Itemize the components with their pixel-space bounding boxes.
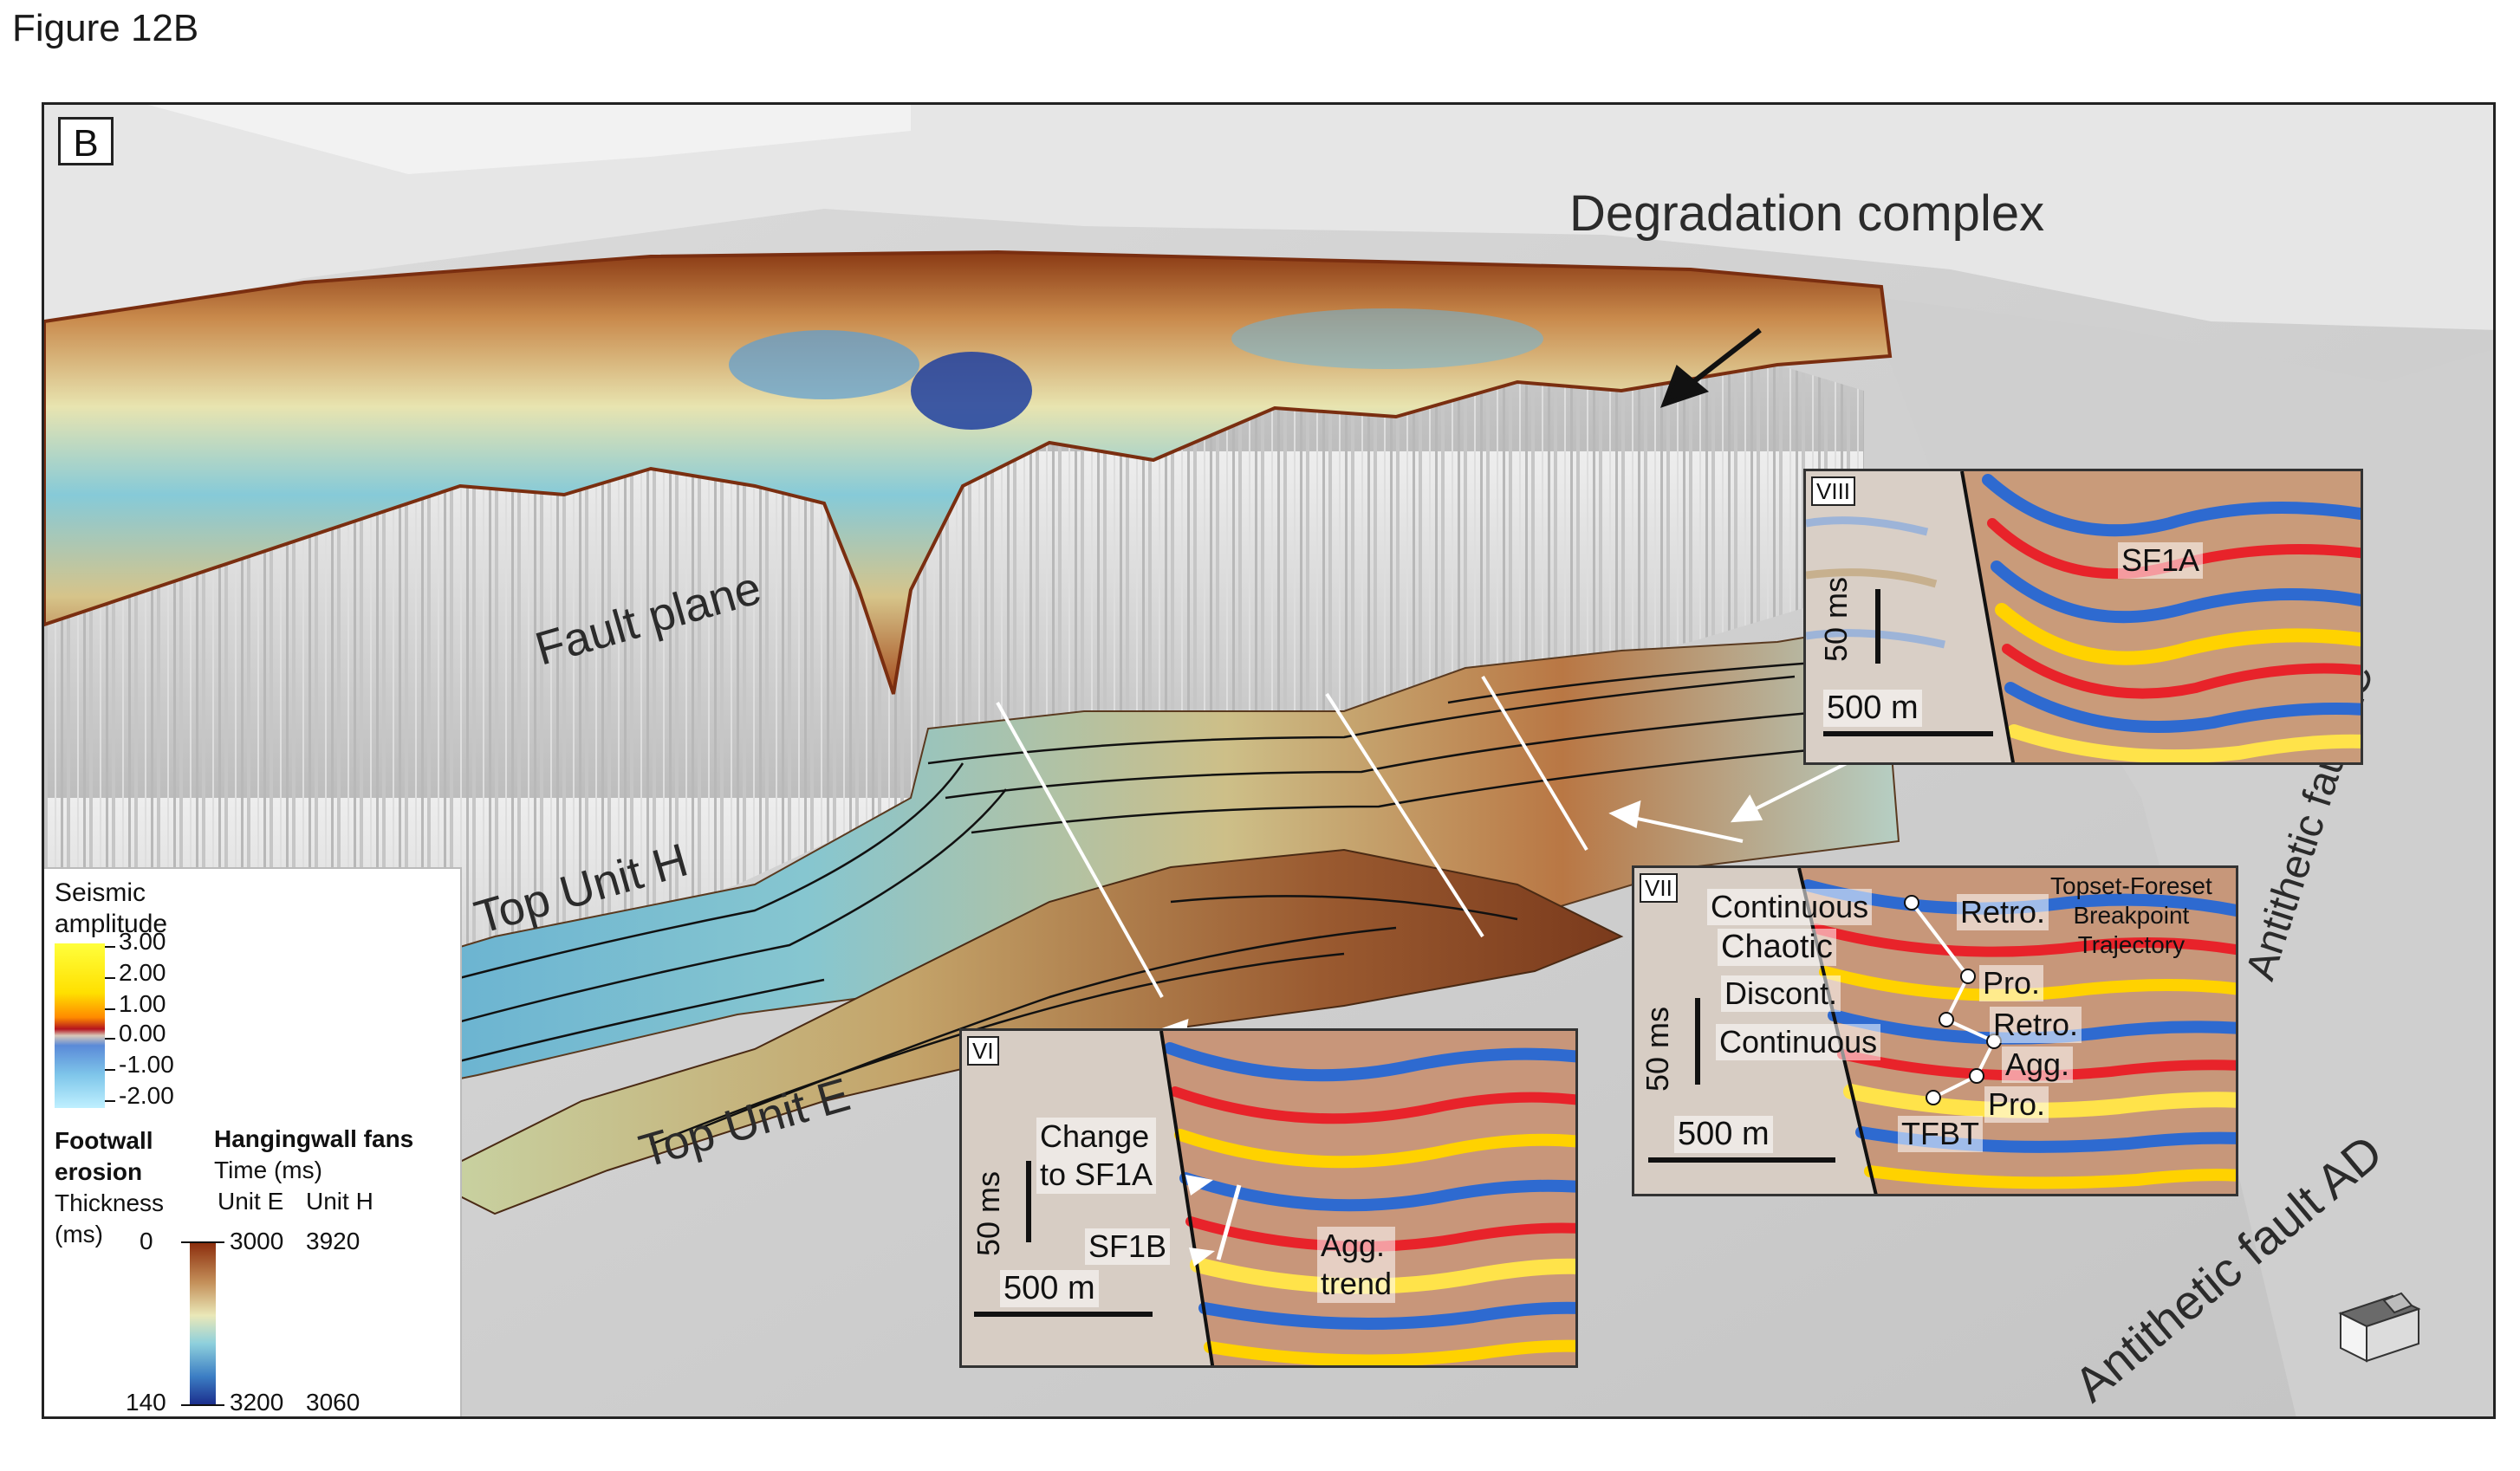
thickness-time-colorbar [181, 1241, 224, 1406]
footwall-erosion-title: Footwall erosion [55, 1125, 153, 1188]
thickness-label-line-2: (ms) [55, 1221, 103, 1247]
thickness-bottom-value: 140 [126, 1389, 166, 1416]
seismic-amplitude-title-line-2: amplitude [55, 910, 168, 938]
unit-h-top-value: 3920 [306, 1228, 360, 1254]
footwall-erosion-line-1: Footwall [55, 1127, 153, 1154]
viii-distance-scale-bar [1823, 731, 1993, 736]
figure-title: Figure 12B [12, 7, 199, 49]
vii-right-label-retro-1: Retro. [1957, 894, 2049, 930]
tfbt-title-line-2: Breakpoint [2073, 902, 2190, 929]
vii-right-label-pro-2: Pro. [1984, 1086, 2049, 1123]
vii-left-label-discont: Discont. [1721, 975, 1841, 1012]
legend-panel: Seismic amplitude [44, 867, 462, 1416]
unit-h-bottom-value: 3060 [306, 1389, 360, 1416]
seismic-inset-vii: VII Topset-Foreset Breakpoint Trajectory… [1632, 865, 2238, 1196]
vii-left-label-chaotic: Chaotic [1718, 929, 1836, 966]
sf1b-label: SF1B [1085, 1228, 1171, 1265]
unit-h-header: Unit H [306, 1188, 373, 1215]
sf1a-label: SF1A [2118, 542, 2204, 579]
vii-left-label-continuous-1: Continuous [1707, 889, 1873, 925]
seismic-amplitude-title-line-1: Seismic [55, 878, 146, 907]
seismic-inset-vi: VI Change to SF1A SF1B Agg. trend 50 ms … [959, 1028, 1578, 1368]
thickness-label-line-1: Thickness [55, 1189, 165, 1216]
vi-distance-scale-label: 500 m [1000, 1270, 1099, 1307]
seismic-inset-viii: VIII SF1A 50 ms 500 m [1803, 469, 2363, 765]
vii-tfbt-label: TFBT [1898, 1116, 1983, 1152]
amp-tick-neg2: -2.00 [119, 1082, 174, 1109]
vi-distance-scale-bar [974, 1312, 1153, 1317]
vi-time-scale-bar [1026, 1161, 1031, 1242]
viii-time-scale-label: 50 ms [1818, 576, 1854, 662]
change-to-sf1a-line-1: Change [1040, 1118, 1150, 1154]
vii-distance-scale-bar [1648, 1157, 1835, 1163]
amp-tick-neg1: -1.00 [119, 1051, 174, 1078]
tfbt-title-line-3: Trajectory [2077, 931, 2186, 958]
viii-distance-scale-label: 500 m [1823, 690, 1922, 727]
amp-tick-0: 0.00 [119, 1020, 166, 1047]
vii-time-scale-bar [1695, 998, 1700, 1085]
inset-vii-tag: VII [1640, 873, 1678, 903]
footwall-erosion-line-2: erosion [55, 1158, 143, 1185]
agg-trend-line-1: Agg. [1321, 1228, 1386, 1263]
amp-tick-2: 2.00 [119, 959, 166, 986]
unit-e-bottom-value: 3200 [230, 1389, 284, 1416]
agg-trend-line-2: trend [1321, 1266, 1393, 1301]
vii-right-label-agg: Agg. [2002, 1047, 2074, 1083]
time-ms-label: Time (ms) [214, 1157, 322, 1183]
vii-distance-scale-label: 500 m [1674, 1116, 1773, 1153]
vii-right-label-retro-2: Retro. [1990, 1007, 2082, 1043]
change-to-sf1a-label: Change to SF1A [1036, 1118, 1157, 1194]
degradation-complex-label: Degradation complex [1569, 185, 2045, 242]
vii-time-scale-label: 50 ms [1640, 1006, 1675, 1092]
vi-time-scale-label: 50 ms [971, 1170, 1006, 1256]
seismic-amplitude-colorbar [55, 943, 115, 1108]
agg-trend-label: Agg. trend [1317, 1227, 1396, 1303]
inset-vi-tag: VI [967, 1036, 999, 1066]
viii-time-scale-bar [1875, 589, 1880, 664]
change-to-sf1a-line-2: to SF1A [1040, 1157, 1153, 1192]
amp-tick-1: 1.00 [119, 990, 166, 1017]
tfbt-title-line-1: Topset-Foreset [2050, 872, 2212, 899]
unit-e-header: Unit E [218, 1188, 284, 1215]
seismic-amplitude-title: Seismic amplitude [55, 878, 167, 940]
thickness-label: Thickness (ms) [55, 1188, 164, 1250]
inset-vi-section [962, 1031, 1575, 1365]
inset-viii-tag: VIII [1811, 476, 1856, 506]
tfbt-title: Topset-Foreset Breakpoint Trajectory [2050, 872, 2212, 960]
panel-letter: B [58, 117, 114, 165]
hangingwall-fans-title: Hangingwall fans [214, 1125, 414, 1152]
orientation-compass-icon [2338, 1292, 2421, 1363]
amp-tick-3: 3.00 [119, 928, 166, 955]
thickness-top-value: 0 [140, 1228, 153, 1254]
vii-left-label-continuous-2: Continuous [1716, 1024, 1881, 1060]
figure-panel: B Degradation complex Fault plane Top Un… [42, 102, 2496, 1419]
vii-right-label-pro-1: Pro. [1979, 965, 2044, 1001]
unit-e-top-value: 3000 [230, 1228, 284, 1254]
